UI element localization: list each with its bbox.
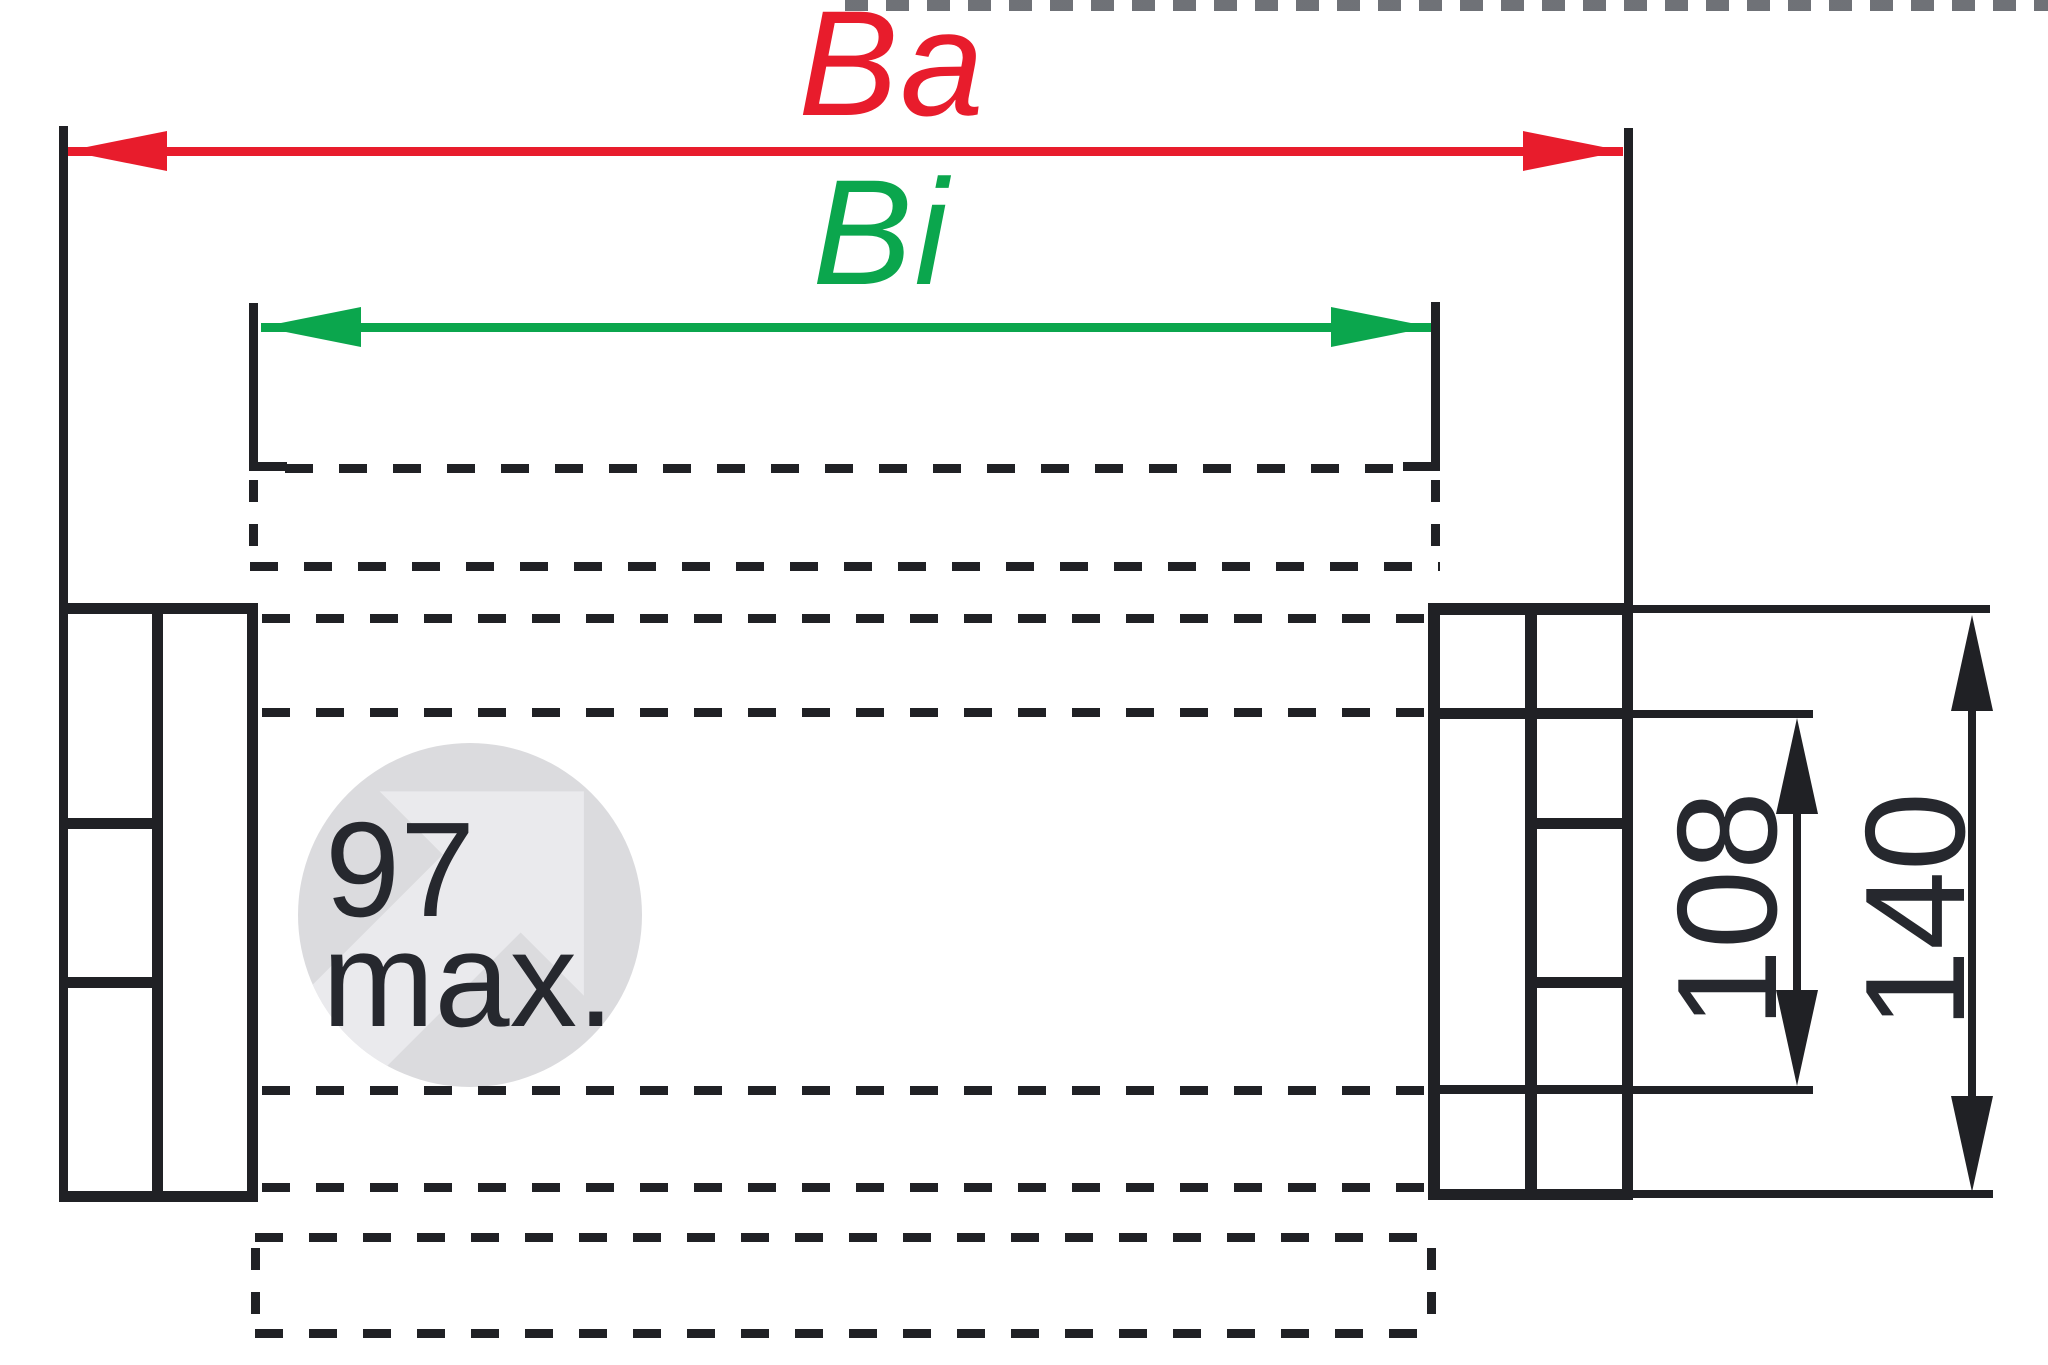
cropped-text-artifact [845,0,2048,11]
bi-extension-line-left [249,303,258,471]
right-block-top-edge [1428,603,1633,615]
extent-line-top [1633,605,1990,613]
left-block-cell-divider [59,818,163,829]
left-block-divider [152,603,163,1202]
bi-arrowhead-right-icon [1331,307,1431,347]
right-block-cell-divider [1537,818,1622,829]
dashed-connector [1431,480,1440,556]
watermark-suffix: max. [322,904,615,1055]
dim-140-line [1968,690,1976,1110]
bi-extension-corner-right [1403,462,1440,471]
right-block-h-divider [1428,708,1633,719]
dashed-line [262,708,1424,717]
extent-line-108-top [1633,710,1813,718]
ba-arrowhead-left-icon [67,131,167,171]
right-block-divider [1525,603,1537,1200]
watermark-circle [298,743,642,1087]
extent-line-bottom [1633,1190,1993,1198]
left-block-right-edge [247,603,258,1202]
dashed-line [255,1233,1432,1242]
dashed-line [262,1086,1424,1095]
dim-108-line [1793,780,1801,1010]
dim-108-arrowhead-up-icon [1776,718,1818,814]
dashed-line [262,614,1424,623]
dashed-connector [251,1248,260,1325]
dim-140-arrowhead-up-icon [1951,615,1993,711]
right-block-h-divider [1428,1085,1633,1094]
right-block-left-edge [1428,603,1440,1200]
ba-extension-line-left [59,126,68,603]
outer-width-label: Ba [798,0,986,147]
dim-108-label: 108 [1648,791,1807,1028]
dashed-line [285,464,1405,473]
dashed-line [250,562,1440,571]
ba-dimension-line [67,147,1623,156]
left-block-cell-divider [59,977,163,988]
bi-arrowhead-left-icon [261,307,361,347]
ba-arrowhead-right-icon [1523,131,1623,171]
bi-extension-line-right [1431,302,1440,471]
watermark-value: 97 [325,794,476,945]
extent-line-108-bottom [1633,1086,1813,1094]
left-block-left-edge [59,603,68,1202]
right-block-bottom-edge [1428,1189,1633,1200]
bi-dimension-line [261,323,1431,332]
dim-140-arrowhead-down-icon [1951,1096,1993,1192]
dim-140-label: 140 [1836,792,1995,1029]
dashed-connector [249,480,258,556]
dim-108-arrowhead-down-icon [1776,990,1818,1086]
inner-width-label: Bi [812,148,950,316]
bi-extension-corner-left [249,462,287,471]
right-block-cell-divider [1537,977,1622,988]
watermark-arrow-icon [298,791,584,1087]
dashed-connector [1427,1248,1436,1325]
dashed-line [255,1329,1432,1338]
right-block-right-edge [1622,603,1633,1200]
ba-extension-line-right [1624,128,1633,603]
dashed-line [262,1183,1424,1192]
